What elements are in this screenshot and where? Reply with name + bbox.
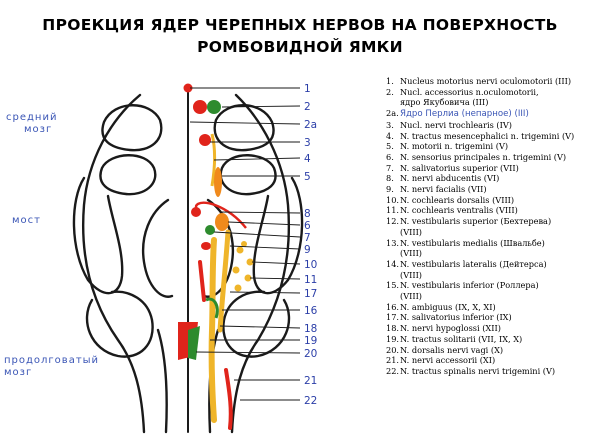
left-cerebellar-peduncle [72,176,124,295]
nucleus-6 [215,213,229,231]
nucleus-2 [207,100,221,114]
left-colliculus-lower [99,154,157,196]
marker-1: 1 [304,83,311,95]
marker-6: 6 [304,220,311,232]
marker-3: 3 [304,137,311,149]
nucleus-20 [188,326,200,360]
nucleus-13 [234,284,242,292]
brainstem-outline [81,93,291,434]
nucleus-1-accessory [193,100,207,114]
tract-yellow [208,237,217,423]
nucleus-3 [199,134,211,146]
marker-8: 8 [304,208,311,220]
legend-item: 15.N. vestibularis inferior (Роллера) [386,280,539,291]
legend-item: 8.N. nervi abducentis (VI) [386,173,500,184]
marker-18: 18 [304,323,317,335]
marker-16: 16 [304,305,318,317]
marker-22: 22 [304,395,317,407]
title-line-1: ПРОЕКЦИЯ ЯДЕР ЧЕРЕПНЫХ НЕРВОВ НА ПОВЕРХН… [42,16,558,34]
legend-item: 4.N. tractus mesencephalici n. trigemini… [386,130,575,141]
region-medulla-line2: мозг [4,367,33,378]
legend-item: (VIII) [400,226,423,237]
tract-yellow-branch [217,229,231,333]
region-label-pons: мост [12,215,41,226]
right-colliculus-lower [219,154,277,196]
nucleus-17 [205,297,219,319]
legend-item: 7.N. salivatorius superior (VII) [386,162,519,173]
legend-item: 13.N. vestibularis medialis (Швальбе) [386,237,545,248]
legend-item: 5.N. motorii n. trigemini (V) [386,141,509,152]
marker-21: 21 [304,375,317,387]
marker-20: 20 [304,348,317,360]
legend-item: (VIII) [400,248,423,259]
nucleus-14 [241,241,247,247]
legend-item: 12.N. vestibularis superior (Бехтерева) [386,216,552,227]
region-label-medulla: продолговатый мозг [4,355,99,379]
nucleus-10b [246,258,254,266]
legend-item-handwritten: 2a.Ядро Перлиа (непарное) (III) [386,108,529,120]
right-inferior-bulge [222,290,291,358]
nucleus-11 [232,266,240,274]
marker-10: 10 [304,259,317,271]
marker-9: 9 [304,244,311,256]
nucleus-5 [214,167,222,197]
marker-7: 7 [304,232,311,244]
left-inferior-bulge [85,290,154,358]
legend-item: 21.N. nervi accessorii (XI) [386,355,496,366]
legend-item: 16.N. ambiguus (IX, X, XI) [386,301,496,312]
legend-item: 14.N. vestibularis lateralis (Дейтерса) [386,258,547,269]
legend-item: (VIII) [400,291,423,302]
nucleus-8 [191,207,201,217]
vestibular-nuclei [232,241,254,292]
legend-item: 10.N. cochlearis dorsalis (VIII) [386,194,515,205]
nucleus-10 [236,246,244,254]
legend-item: 18.N. nervi hypoglossi (XII) [386,323,501,334]
region-midbrain-line1: средний [6,112,58,123]
nucleus-8-arc [194,201,247,229]
nucleus-21 [224,368,233,430]
left-medulla-line [156,328,168,434]
nucleus-7 [205,225,215,235]
marker-5: 5 [304,171,311,183]
marker-19: 19 [304,335,317,347]
legend-item: 19.N. tractus solitarii (VII, IX, X) [386,333,523,344]
marker-2a: 2a [304,119,317,131]
marker-11: 11 [304,274,317,286]
legend-item: 6.N. sensorius principales n. trigemini … [386,151,567,162]
title-line-2: РОМБОВИДНОЙ ЯМКИ [197,38,403,56]
region-midbrain-line2: мозг [24,124,53,135]
region-label-midbrain: средний мозг [6,112,57,136]
legend-item: 1.Nucleus motorius nervi oculomotorii (I… [386,76,572,86]
legend-item: (VIII) [400,269,423,280]
legend-item: ядро Якубовича (III) [400,97,489,108]
marker-2: 2 [304,101,311,113]
legend-item: 2.Nucl. accessorius n.oculomotorii, [386,86,539,97]
nucleus-9 [201,242,211,250]
rhomboid-fossa-diagram: 1 2 2a 3 4 5 8 6 7 9 10 11 17 16 18 19 2… [72,83,318,434]
nucleus-4 [210,133,217,187]
nuclei-legend: 1.Nucleus motorius nervi oculomotorii (I… [386,76,598,377]
legend-item: 17.N. salivatorius inferior (IX) [386,312,512,323]
marker-numbers: 1 2 2a 3 4 5 8 6 7 9 10 11 17 16 18 19 2… [304,83,318,407]
legend-item: 20.N. dorsalis nervi vagi (X) [386,344,504,355]
diagram-title: ПРОЕКЦИЯ ЯДЕР ЧЕРЕПНЫХ НЕРВОВ НА ПОВЕРХН… [0,14,600,58]
marker-17: 17 [304,288,317,300]
region-medulla-line1: продолговатый [4,355,100,366]
marker-4: 4 [304,153,311,165]
nucleus-2a [183,83,193,93]
nucleus-16 [198,260,206,302]
legend-item: 3.Nucl. nervi trochlearis (IV) [386,119,512,130]
right-colliculus-upper [213,104,275,152]
marker-leaders [189,87,301,401]
legend-item: 9.N. nervi facialis (VII) [386,184,487,195]
nucleus-12 [244,274,252,282]
nuclei [178,83,254,430]
legend-item: 11.N. cochlearis ventralis (VIII) [386,205,518,216]
legend-item: 22.N. tractus spinalis nervi trigemini (… [386,365,556,376]
left-inner-curve [141,198,174,298]
left-colliculus-upper [101,104,163,152]
